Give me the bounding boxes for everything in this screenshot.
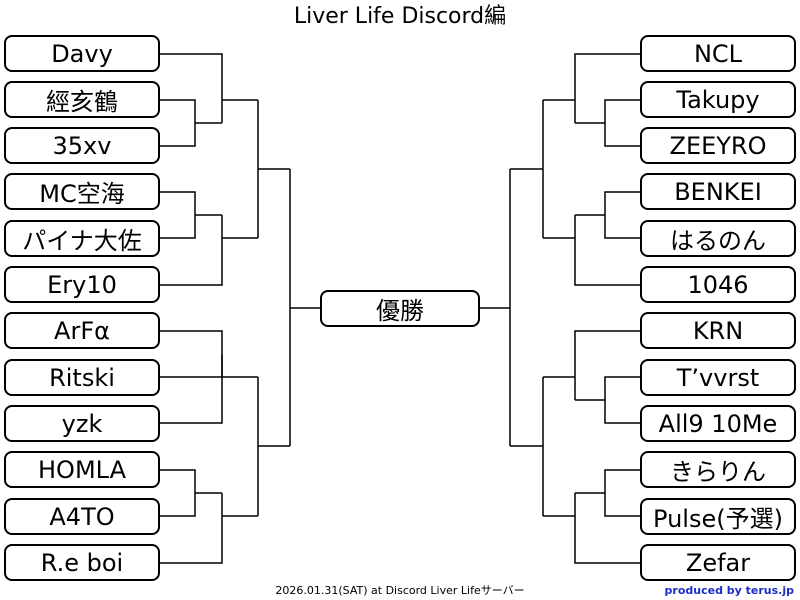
player-left-2: 經亥鶴: [4, 81, 160, 118]
player-right-8: T’vvrst: [640, 359, 796, 396]
player-right-12: Zefar: [640, 544, 796, 581]
player-left-3: 35xv: [4, 127, 160, 164]
player-right-2: Takupy: [640, 81, 796, 118]
player-right-11: Pulse(予選): [640, 498, 796, 535]
line-r-r2-d: [574, 493, 640, 564]
player-left-6: Ery10: [4, 266, 160, 303]
line-l-r1-a: [160, 99, 222, 147]
line-l-r2-d: [160, 493, 223, 564]
line-l-sf-a: [257, 100, 290, 238]
line-r-r1-a: [575, 99, 640, 147]
player-left-7: ArFα: [4, 312, 160, 349]
player-left-10: HOMLA: [4, 451, 160, 488]
line-r-sf-b: [510, 377, 544, 516]
line-l-r1-b: [160, 191, 222, 239]
player-right-1: NCL: [640, 35, 796, 72]
player-left-4: MC空海: [4, 173, 160, 210]
player-left-11: A4TO: [4, 498, 160, 535]
player-left-5: パイナ大佐: [4, 220, 160, 257]
line-r-sf-a: [510, 100, 544, 238]
player-left-12: R.e boi: [4, 544, 160, 581]
player-left-1: Davy: [4, 35, 160, 72]
event-date-footer: 2026.01.31(SAT) at Discord Liver Lifeサーバ…: [275, 584, 525, 597]
line-l-final: [289, 169, 320, 446]
line-r-final: [480, 169, 511, 446]
line-l-r2-b: [160, 215, 223, 286]
bracket-title: Liver Life Discord編: [293, 4, 507, 29]
player-right-6: 1046: [640, 266, 796, 303]
left-bracket-lines: [160, 53, 320, 564]
player-left-9: yzk: [4, 405, 160, 442]
right-bracket-lines: [480, 53, 640, 564]
line-l-r2-a: [160, 53, 223, 123]
line-l-r2-c: [160, 354, 258, 424]
line-r-r1-c: [575, 376, 640, 424]
winner-box: 優勝: [320, 290, 480, 327]
player-right-5: はるのん: [640, 220, 796, 257]
line-r-r1-b: [575, 191, 640, 239]
line-r-r2-b: [574, 215, 640, 286]
line-r-r2-a: [574, 53, 640, 123]
player-right-9: All9 10Me: [640, 405, 796, 442]
player-right-10: きらりん: [640, 451, 796, 488]
player-left-8: Ritski: [4, 359, 160, 396]
line-r-r2-c: [574, 330, 640, 400]
player-right-3: ZEEYRO: [640, 127, 796, 164]
line-l-r1-d: [160, 469, 222, 517]
player-right-7: KRN: [640, 312, 796, 349]
line-r-r1-d: [575, 469, 640, 517]
line-l-sf-b: [257, 377, 290, 516]
line-l-r1-c: [160, 330, 223, 377]
credit-link[interactable]: produced by terus.jp: [664, 584, 794, 597]
player-right-4: BENKEI: [640, 173, 796, 210]
